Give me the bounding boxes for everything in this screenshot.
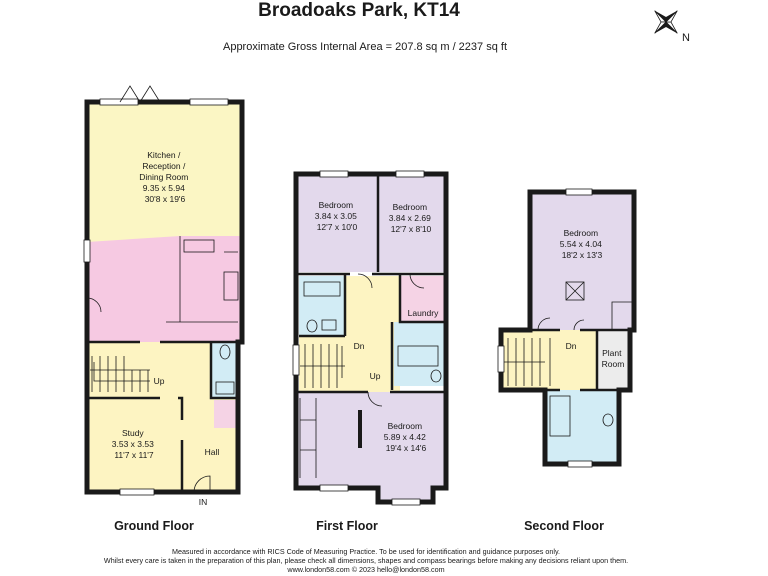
- kitchen-sink-icon: [183, 239, 215, 253]
- first-floor-label: First Floor: [316, 519, 378, 533]
- first-ensuite: [394, 322, 444, 386]
- second-floor-plan: Bedroom 5.54 x 4.04 18'2 x 13'3 Dn Plant…: [497, 188, 637, 468]
- first-bedroom-a-label: Bedroom 3.84 x 3.05 12'7 x 10'0: [315, 200, 359, 232]
- ground-stairs-label: Up: [154, 376, 165, 386]
- second-bathroom: [545, 390, 619, 464]
- ground-side-door-icon: [86, 297, 102, 313]
- second-stairs-icon: [504, 338, 551, 386]
- hall-label: Hall: [205, 447, 220, 457]
- first-bath-icon: [303, 281, 341, 297]
- ground-cupboard: [214, 400, 236, 428]
- footer-disclaimer-2: Whilst every care is taken in the prepar…: [104, 556, 628, 565]
- compass-north-label: N: [682, 32, 690, 44]
- bifold-doors-icon: [119, 85, 161, 103]
- first-bedroom-a: [296, 174, 378, 272]
- first-floor-plan: Bedroom 3.84 x 3.05 12'7 x 10'0 Bedroom …: [292, 170, 449, 506]
- hob-icon: [223, 271, 239, 301]
- laundry-label: Laundry: [408, 308, 439, 318]
- second-outer-wall: [498, 189, 637, 467]
- second-bedroom-label: Bedroom 5.54 x 4.04 18'2 x 13'3: [560, 228, 604, 260]
- ground-side-window: [83, 239, 91, 263]
- first-window-3: [319, 484, 349, 492]
- first-bathroom-wall: [299, 274, 347, 338]
- kitchen-label: Kitchen / Reception / Dining Room 9.35 x…: [139, 150, 191, 204]
- first-bedroom-main-label: Bedroom 5.89 x 4.42 19'4 x 14'6: [384, 421, 428, 453]
- ground-rear-window: [99, 98, 139, 106]
- first-basin-icon: [321, 319, 337, 331]
- second-stairs-down-label: Dn: [566, 341, 577, 351]
- ground-wc: [211, 342, 238, 398]
- second-shower-icon: [549, 395, 571, 437]
- ground-floor-label: Ground Floor: [114, 519, 194, 533]
- wardrobe-icon: [299, 398, 317, 478]
- ground-wc-wall: [209, 342, 238, 400]
- study-label: Study 3.53 x 3.53 11'7 x 11'7: [112, 428, 156, 460]
- footer-contact: www.london58.com © 2023 hello@london58.c…: [286, 565, 444, 574]
- first-side-window: [292, 344, 300, 376]
- ground-toilet-icon: [219, 344, 231, 360]
- first-door-3-icon: [367, 391, 383, 407]
- second-toilet-icon: [602, 413, 614, 427]
- second-floor-label: Second Floor: [524, 519, 604, 533]
- first-toilet-icon: [306, 319, 318, 333]
- ground-study-wall: [87, 396, 184, 420]
- first-window-4: [391, 498, 421, 506]
- front-door-icon: [193, 475, 211, 493]
- study-room: [87, 398, 182, 492]
- ground-rear-window-2: [189, 98, 229, 106]
- kitchen-area-pink: [87, 236, 242, 342]
- second-side-window: [497, 345, 505, 373]
- first-bedroom-b-label: Bedroom 3.84 x 2.69 12'7 x 8'10: [389, 202, 433, 234]
- first-door-1-icon: [357, 273, 373, 289]
- first-stairs-icon: [300, 344, 345, 388]
- ground-basin-icon: [215, 381, 235, 395]
- wardrobe-divider: [358, 410, 362, 448]
- first-door-2-icon: [409, 273, 425, 289]
- first-stairs-down-label: Dn: [354, 341, 365, 351]
- skylight-cross: [565, 281, 585, 301]
- page-title: Broadoaks Park, KT14: [258, 0, 460, 21]
- first-laundry-wall: [390, 274, 446, 390]
- first-ensuite-toilet-icon: [430, 369, 442, 383]
- footer-disclaimer-1: Measured in accordance with RICS Code of…: [172, 547, 560, 556]
- entrance-label: IN: [199, 497, 208, 507]
- kitchen-room: [87, 102, 242, 242]
- first-window-2: [395, 170, 425, 178]
- plant-room-label: Plant Room: [602, 348, 625, 369]
- kitchen-units: [166, 236, 238, 323]
- ground-floor-plan: Kitchen / Reception / Dining Room 9.35 x…: [83, 85, 245, 507]
- plant-room: [597, 330, 630, 390]
- laundry-room: [400, 276, 444, 322]
- first-shower-icon: [397, 345, 439, 367]
- ground-front-window: [119, 488, 155, 496]
- second-doors-icon: [537, 301, 634, 331]
- first-stairs-up-label: Up: [370, 371, 381, 381]
- second-landing: [501, 330, 597, 390]
- second-bedroom: [530, 192, 634, 330]
- first-bedroom-b: [378, 174, 446, 272]
- compass-icon: [654, 10, 678, 34]
- first-stair-area: [299, 336, 345, 392]
- page-subtitle: Approximate Gross Internal Area = 207.8 …: [223, 41, 507, 53]
- first-bedroom-main: [296, 392, 446, 502]
- second-window-2: [567, 460, 593, 468]
- ground-stairs-icon: [90, 356, 150, 392]
- first-window-1: [319, 170, 349, 178]
- second-window-1: [565, 188, 593, 196]
- skylight-icon: [565, 281, 585, 301]
